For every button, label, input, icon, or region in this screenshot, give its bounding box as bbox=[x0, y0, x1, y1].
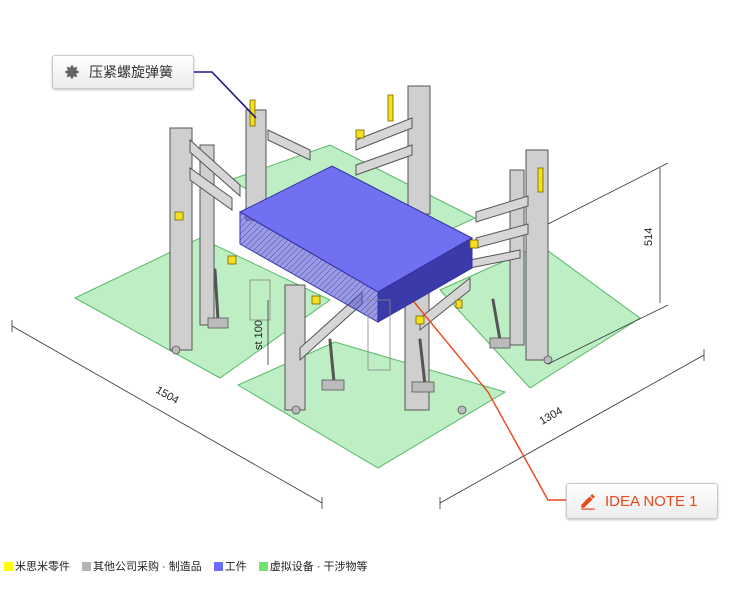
callout-idea-note[interactable]: IDEA NOTE 1 bbox=[566, 483, 718, 519]
legend-swatch bbox=[4, 561, 13, 571]
legend-item-workpiece: 工件 bbox=[213, 558, 247, 574]
leader-line-note bbox=[413, 301, 566, 501]
callout-compression-spring[interactable]: 压紧螺旋弹簧 bbox=[52, 55, 194, 89]
legend-label: 工件 bbox=[224, 561, 247, 573]
workpiece bbox=[238, 165, 474, 323]
gear-icon bbox=[65, 65, 79, 79]
workpiece-side-left-fill bbox=[240, 212, 378, 322]
callout-gear-label: 压紧螺旋弹簧 bbox=[89, 64, 173, 80]
legend-swatch bbox=[82, 561, 91, 571]
leader-line-gear bbox=[194, 71, 257, 119]
pencil-icon bbox=[581, 494, 595, 510]
clamp-feet bbox=[171, 317, 553, 415]
support-blocks bbox=[249, 279, 391, 371]
legend-label: 米思米零件 bbox=[15, 561, 70, 573]
misumi-parts bbox=[174, 94, 544, 325]
dimension-1304: 1304 bbox=[538, 405, 565, 428]
legend-swatch bbox=[213, 561, 223, 571]
linkages bbox=[213, 268, 502, 387]
column-right bbox=[525, 149, 549, 361]
dimension-stroke: st 100 bbox=[253, 320, 265, 350]
dimension-514: 514 bbox=[643, 228, 655, 246]
legend-item-misumi: 米思米零件 bbox=[4, 558, 70, 574]
legend-label: 虚拟设备 · 干涉物等 bbox=[269, 561, 368, 573]
column-left-b bbox=[199, 144, 215, 326]
dimension-lines bbox=[11, 162, 705, 509]
legend-item-virtual: 虚拟设备 · 干涉物等 bbox=[258, 558, 368, 574]
legend-item-purchased: 其他公司采购 · 制造品 bbox=[82, 558, 202, 574]
legend: 米思米零件 其他公司采购 · 制造品 工件 虚拟设备 · 干涉物等 bbox=[4, 558, 374, 574]
legend-label: 其他公司采购 · 制造品 bbox=[93, 561, 202, 573]
clamp-arms bbox=[189, 117, 529, 362]
workpiece-side-right bbox=[377, 237, 473, 323]
column-left bbox=[169, 127, 193, 351]
base-plate-front bbox=[236, 341, 507, 469]
dimension-1504: 1504 bbox=[154, 384, 181, 407]
callout-note-label: IDEA NOTE 1 bbox=[605, 492, 698, 510]
legend-swatch bbox=[258, 561, 268, 571]
